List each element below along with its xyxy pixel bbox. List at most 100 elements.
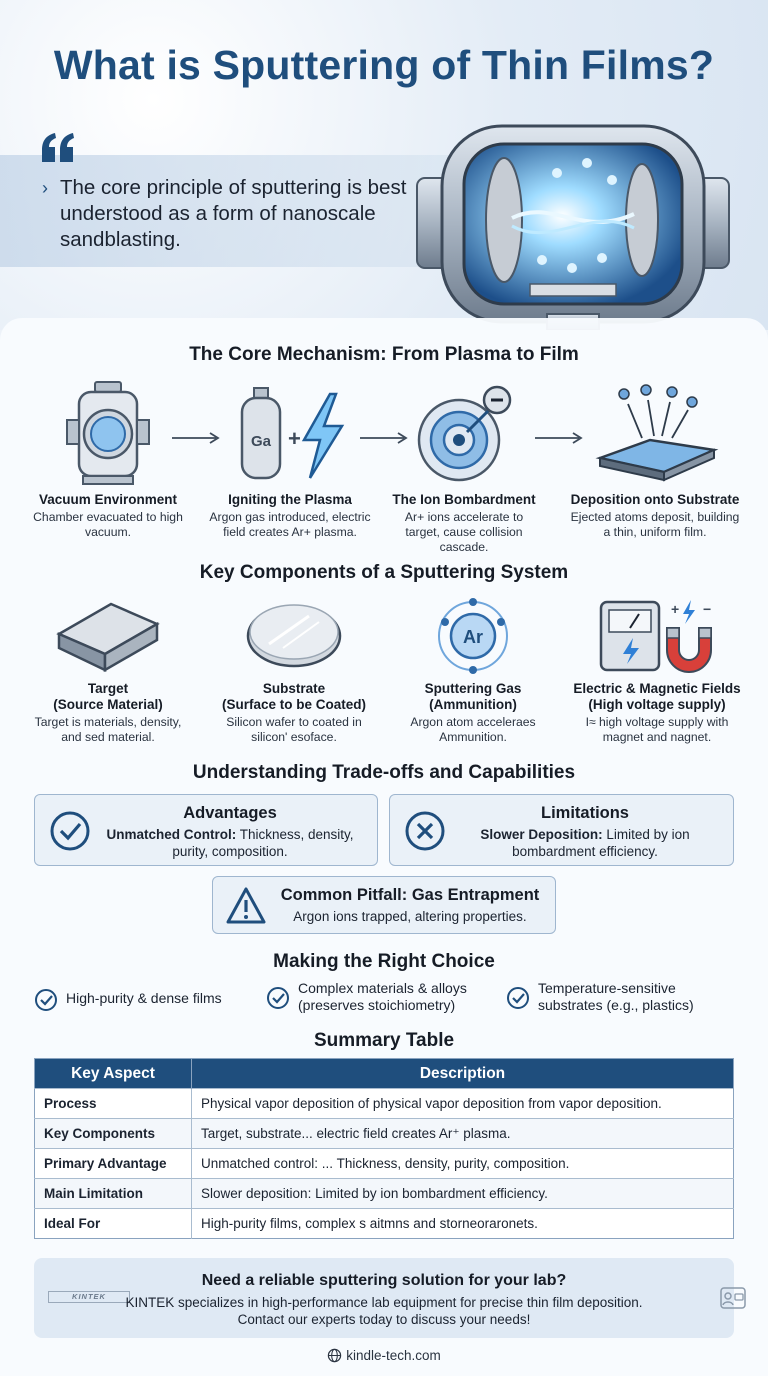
footer-link[interactable]: kindle-tech.com — [346, 1348, 441, 1363]
table-cell-description: Unmatched control: ... Thickness, densit… — [191, 1148, 734, 1179]
table-cell-aspect: Process — [34, 1088, 192, 1119]
step-plasma: Ga + Igniting the Plasma Argon gas intro… — [200, 380, 380, 540]
limitations-detail: Limited by ion bombardment efficiency. — [512, 827, 690, 859]
component-title: Target — [87, 681, 129, 696]
component-target: Target (Source Material) Target is mater… — [28, 596, 188, 745]
sputtering-chamber-illustration — [416, 124, 730, 330]
check-circle-icon — [35, 989, 57, 1011]
component-subtitle: (Surface to be Coated) — [221, 697, 367, 712]
target-block-icon — [56, 602, 160, 673]
globe-icon — [328, 1348, 342, 1363]
table-cell-description: Target, substrate... electric field crea… — [191, 1118, 734, 1149]
contact-card-icon[interactable] — [720, 1286, 746, 1310]
choice-item: Complex materials & alloys(preserves sto… — [266, 980, 496, 1016]
table-cell-aspect: Ideal For — [34, 1208, 192, 1239]
pitfall-text: Argon ions trapped, altering properties. — [293, 909, 527, 924]
arrow-right-icon — [360, 432, 408, 444]
advantages-box: Advantages Unmatched Control: Thickness,… — [34, 794, 378, 866]
step-title: Vacuum Environment — [38, 492, 178, 507]
step-bombardment: The Ion Bombardment Ar+ ions accelerate … — [392, 380, 536, 555]
advantages-detail: Thickness, density, purity, composition. — [172, 827, 354, 859]
table-row: Process Physical vapor deposition of phy… — [34, 1088, 734, 1119]
check-circle-icon — [267, 987, 289, 1009]
hero-quote: › The core principle of sputtering is be… — [42, 175, 422, 253]
component-description: Silicon wafer to coated in silicon' esof… — [226, 715, 362, 744]
quote-band — [0, 155, 460, 267]
choice-text: High-purity & dense films — [66, 990, 222, 1006]
step-title: Deposition onto Substrate — [570, 492, 740, 507]
component-subtitle: (Ammunition) — [429, 697, 517, 712]
cta-banner: Need a reliable sputtering solution for … — [34, 1258, 746, 1338]
limitations-text: Slower Deposition: Limited by ion bombar… — [450, 826, 720, 860]
check-circle-icon — [50, 811, 90, 851]
table-row: Main Limitation Slower deposition: Limit… — [34, 1178, 734, 1209]
table-cell-aspect: Primary Advantage — [34, 1148, 192, 1179]
argon-label: Ar — [463, 627, 483, 647]
svg-text:−: − — [703, 601, 711, 617]
component-sputtering-gas: Ar Sputtering Gas (Ammunition) Argon ato… — [398, 596, 548, 745]
table-row: Primary Advantage Unmatched control: ...… — [34, 1148, 734, 1179]
step-description: Ejected atoms deposit, building a thin, … — [570, 510, 740, 539]
component-description: I≈ high voltage supply with magnet and n… — [585, 715, 729, 744]
tradeoffs-title: Understanding Trade-offs and Capabilitie… — [192, 762, 576, 783]
component-fields: + − Electric & Magnetic Fields (High vol… — [566, 596, 748, 745]
step-vacuum: Vacuum Environment Chamber evacuated to … — [28, 380, 188, 540]
step-description: Chamber evacuated to high vacuum. — [33, 510, 183, 539]
check-circle-icon — [507, 987, 529, 1009]
argon-atom-icon: Ar — [438, 598, 508, 674]
svg-text:+: + — [671, 601, 679, 617]
choice-text: Complex materials & alloys(preserves sto… — [298, 980, 467, 1013]
step-deposition: Deposition onto Substrate Ejected atoms … — [566, 380, 744, 540]
limitations-lead: Slower Deposition: — [480, 827, 603, 842]
vacuum-chamber-icon — [66, 381, 150, 485]
kintek-logo: KINTEK — [48, 1291, 130, 1303]
footer: kindle-tech.com — [0, 1348, 768, 1363]
column-header: Description — [191, 1058, 734, 1089]
arrow-right-icon — [535, 432, 583, 444]
arrow-right-icon — [172, 432, 220, 444]
pitfall-title: Common Pitfall: Gas Entrapment — [280, 886, 540, 904]
summary-title: Summary Table — [313, 1030, 455, 1051]
step-description: Ar+ ions accelerate to target, cause col… — [404, 510, 524, 554]
mechanism-title: The Core Mechanism: From Plasma to Film — [189, 344, 579, 365]
cta-text: KINTEK specializes in high-performance l… — [125, 1295, 643, 1327]
component-description: Target is materials, density, and sed ma… — [34, 715, 182, 744]
component-title: Electric & Magnetic Fields — [573, 681, 741, 696]
hero-section: What is Sputtering of Thin Films? › The … — [0, 0, 768, 330]
column-header: Key Aspect — [34, 1058, 192, 1089]
table-cell-description: Slower deposition: Limited by ion bombar… — [191, 1178, 734, 1209]
summary-table: Key Aspect Description Process Physical … — [34, 1058, 734, 1239]
table-header-row: Key Aspect Description — [34, 1058, 734, 1089]
gas-cylinder-lightning-icon: Ga + — [240, 387, 345, 480]
table-cell-description: Physical vapor deposition of physical va… — [191, 1088, 734, 1119]
gas-label: Ga — [251, 433, 272, 450]
table-cell-aspect: Key Components — [34, 1118, 192, 1149]
table-cell-aspect: Main Limitation — [34, 1178, 192, 1209]
limitations-box: Limitations Slower Deposition: Limited b… — [389, 794, 734, 866]
choice-item: High-purity & dense films — [34, 988, 254, 1018]
substrate-deposition-icon — [595, 384, 719, 482]
limitations-title: Limitations — [540, 804, 629, 822]
component-substrate: Substrate (Surface to be Coated) Silicon… — [208, 596, 380, 745]
components-title: Key Components of a Sputtering System — [199, 562, 569, 583]
table-row: Ideal For High-purity films, complex s a… — [34, 1208, 734, 1239]
power-supply-magnet-icon: + − — [599, 600, 712, 673]
component-subtitle: (Source Material) — [53, 697, 163, 712]
component-title: Substrate — [262, 681, 326, 696]
advantages-title: Advantages — [183, 804, 277, 822]
advantages-text: Unmatched Control: Thickness, density, p… — [95, 826, 365, 860]
hero-quote-text: The core principle of sputtering is best… — [60, 176, 407, 251]
chevron-right-icon: › — [42, 178, 48, 198]
step-description: Argon gas introduced, electric field cre… — [209, 510, 371, 539]
x-circle-icon — [405, 811, 445, 851]
pitfall-box: Common Pitfall: Gas Entrapment Argon ion… — [212, 876, 556, 934]
target-ion-icon — [417, 385, 512, 482]
table-row: Key Components Target, substrate... elec… — [34, 1118, 734, 1149]
table-cell-description: High-purity films, complex s aitmns and … — [191, 1208, 734, 1239]
component-subtitle: (High voltage supply) — [588, 697, 726, 712]
step-title: The Ion Bombardment — [392, 492, 536, 507]
quote-mark-icon — [42, 133, 74, 162]
